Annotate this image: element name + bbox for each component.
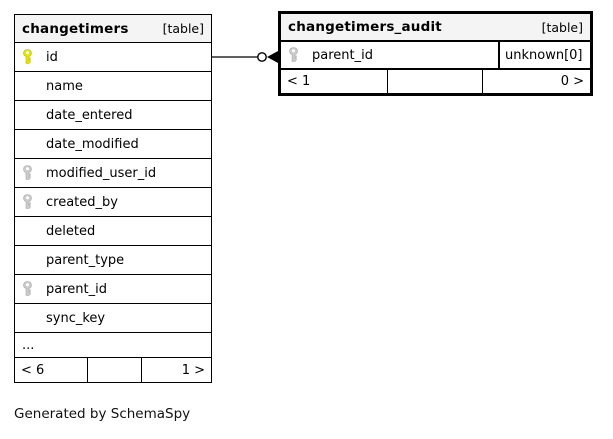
index-key-icon: [22, 194, 46, 210]
column-name: date_entered: [46, 107, 133, 123]
primary-key-icon: [22, 49, 46, 65]
column-name: modified_user_id: [46, 165, 157, 181]
table-changetimers: changetimers [table] id name date_entere…: [14, 14, 212, 383]
zero-cardinality-circle: [257, 52, 267, 62]
column-name: created_by: [46, 194, 118, 210]
children-count[interactable]: < 1: [281, 70, 388, 93]
table-name: changetimers: [22, 20, 129, 37]
column-row-name[interactable]: name: [15, 72, 211, 101]
index-key-icon: [22, 165, 46, 181]
column-cell: parent_id: [281, 42, 500, 68]
more-columns-ellipsis: ...: [15, 333, 211, 358]
index-key-icon: [22, 281, 46, 297]
table-changetimers-footer: < 6 1 >: [15, 358, 211, 382]
column-row-date-modified[interactable]: date_modified: [15, 130, 211, 159]
column-name: deleted: [46, 223, 96, 239]
column-row-date-entered[interactable]: date_entered: [15, 101, 211, 130]
column-name: sync_key: [46, 310, 106, 326]
column-row-modified-user-id[interactable]: modified_user_id: [15, 159, 211, 188]
table-changetimers-audit: changetimers_audit [table] parent_id unk…: [278, 11, 593, 96]
column-row-parent-type[interactable]: parent_type: [15, 246, 211, 275]
parents-count[interactable]: 1 >: [181, 362, 205, 378]
table-type-label: [table]: [162, 21, 204, 36]
column-row-parent-id[interactable]: parent_id: [15, 275, 211, 304]
table-changetimers-audit-header[interactable]: changetimers_audit [table]: [281, 14, 590, 42]
footer-spacer: [388, 70, 483, 93]
column-name: id: [46, 49, 58, 65]
column-row-created-by[interactable]: created_by: [15, 188, 211, 217]
table-type-label: [table]: [541, 19, 583, 35]
children-count[interactable]: < 6: [15, 358, 88, 382]
arrowhead-icon: [267, 50, 279, 64]
column-row-parent-id[interactable]: parent_id unknown[0]: [281, 42, 590, 70]
footer-spacer: [88, 358, 142, 382]
table-changetimers-audit-footer: < 1 0 >: [281, 70, 590, 93]
column-row-id[interactable]: id: [15, 43, 211, 72]
column-row-sync-key[interactable]: sync_key: [15, 304, 211, 333]
column-row-deleted[interactable]: deleted: [15, 217, 211, 246]
table-name: changetimers_audit: [288, 19, 442, 35]
column-name: parent_id: [46, 281, 107, 297]
column-name: parent_type: [46, 252, 125, 268]
column-name: parent_id: [312, 47, 373, 63]
generated-by-label: Generated by SchemaSpy: [14, 406, 191, 422]
column-name: name: [46, 78, 83, 94]
column-type-cell: unknown[0]: [505, 47, 583, 63]
parents-count[interactable]: 0 >: [560, 74, 584, 89]
table-changetimers-header[interactable]: changetimers [table]: [15, 15, 211, 43]
relationship-connector: [211, 50, 279, 64]
column-name: date_modified: [46, 136, 139, 152]
index-key-icon: [288, 47, 312, 63]
